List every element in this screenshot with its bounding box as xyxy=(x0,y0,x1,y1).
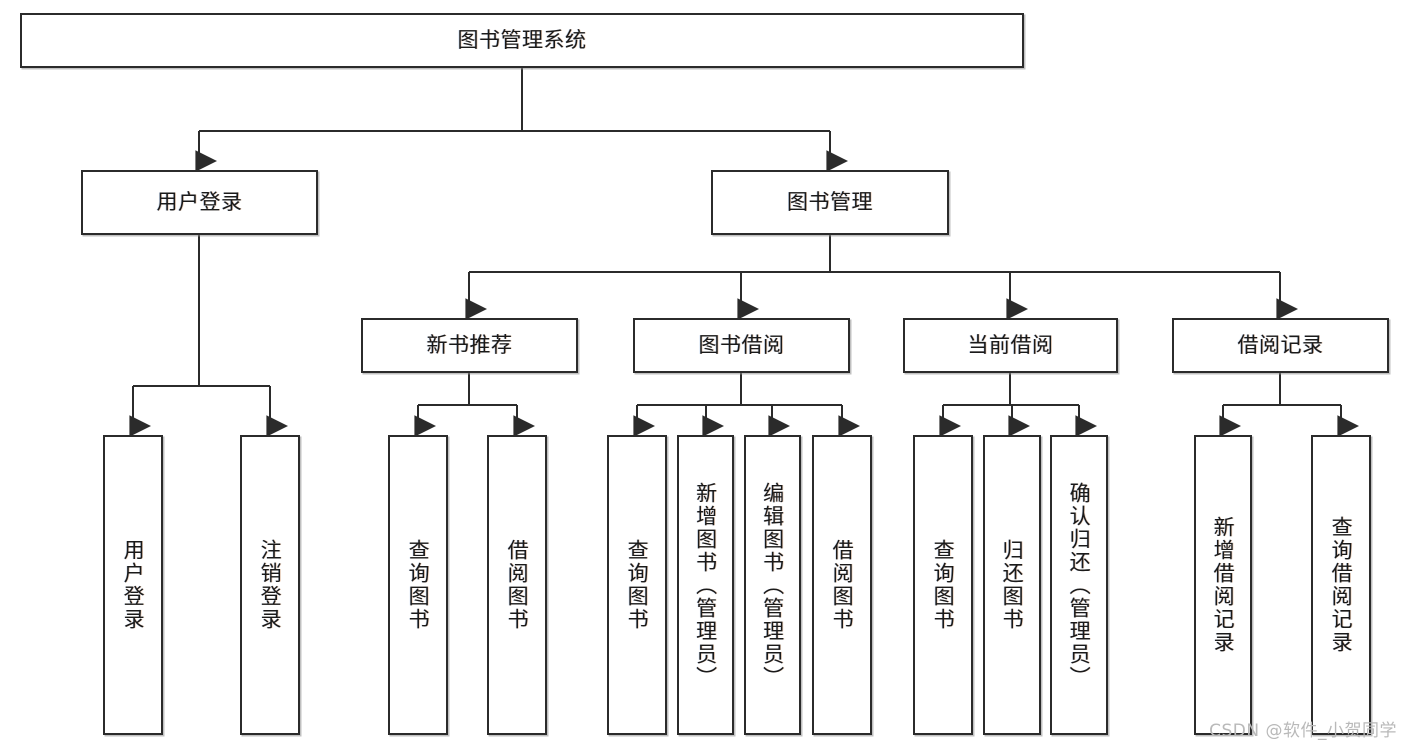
node-borrow-record-label: 借阅记录 xyxy=(1237,333,1324,358)
node-leaf-query-book-2[interactable]: 查询图书 xyxy=(607,435,667,735)
node-new-book-rec[interactable]: 新书推荐 xyxy=(361,318,578,373)
node-leaf-query-book-2-label: 查询图书 xyxy=(625,539,650,631)
node-user-login[interactable]: 用户登录 xyxy=(81,170,318,235)
node-leaf-borrow-book-2[interactable]: 借阅图书 xyxy=(812,435,872,735)
node-leaf-query-book-1-label: 查询图书 xyxy=(406,539,431,631)
node-leaf-borrow-book-1[interactable]: 借阅图书 xyxy=(487,435,547,735)
node-leaf-return-book[interactable]: 归还图书 xyxy=(983,435,1041,735)
node-leaf-query-book-1[interactable]: 查询图书 xyxy=(388,435,448,735)
node-book-manage-label: 图书管理 xyxy=(787,190,873,215)
node-leaf-add-book[interactable]: 新增图书（管理员） xyxy=(677,435,734,735)
node-leaf-edit-book-label: 编辑图书（管理员） xyxy=(760,481,785,689)
node-root-label: 图书管理系统 xyxy=(457,28,587,53)
node-leaf-user-logout[interactable]: 注销登录 xyxy=(240,435,300,735)
node-leaf-query-book-3[interactable]: 查询图书 xyxy=(913,435,973,735)
node-leaf-add-record-label: 新增借阅记录 xyxy=(1211,516,1236,654)
node-leaf-return-book-label: 归还图书 xyxy=(1000,539,1025,631)
node-current-borrow[interactable]: 当前借阅 xyxy=(903,318,1118,373)
node-book-manage[interactable]: 图书管理 xyxy=(711,170,949,235)
node-leaf-edit-book[interactable]: 编辑图书（管理员） xyxy=(744,435,801,735)
node-borrow-record[interactable]: 借阅记录 xyxy=(1172,318,1389,373)
node-leaf-add-record[interactable]: 新增借阅记录 xyxy=(1194,435,1252,735)
node-leaf-borrow-book-2-label: 借阅图书 xyxy=(830,539,855,631)
node-leaf-borrow-book-1-label: 借阅图书 xyxy=(505,539,530,631)
node-root[interactable]: 图书管理系统 xyxy=(20,13,1024,68)
node-leaf-query-record[interactable]: 查询借阅记录 xyxy=(1311,435,1371,735)
node-leaf-query-record-label: 查询借阅记录 xyxy=(1329,516,1354,654)
node-leaf-add-book-label: 新增图书（管理员） xyxy=(693,481,718,689)
node-user-login-label: 用户登录 xyxy=(156,190,243,215)
node-leaf-confirm-return[interactable]: 确认归还（管理员） xyxy=(1050,435,1108,735)
node-current-borrow-label: 当前借阅 xyxy=(967,333,1054,358)
node-leaf-user-login-label: 用户登录 xyxy=(121,539,146,631)
node-book-borrow-label: 图书借阅 xyxy=(698,333,785,358)
node-leaf-confirm-return-label: 确认归还（管理员） xyxy=(1067,481,1092,689)
node-new-book-rec-label: 新书推荐 xyxy=(426,333,513,358)
csdn-watermark: CSDN @软件_小贺同学 xyxy=(1209,721,1397,741)
node-leaf-user-login[interactable]: 用户登录 xyxy=(103,435,163,735)
node-leaf-query-book-3-label: 查询图书 xyxy=(931,539,956,631)
node-book-borrow[interactable]: 图书借阅 xyxy=(633,318,850,373)
node-leaf-user-logout-label: 注销登录 xyxy=(258,539,283,631)
